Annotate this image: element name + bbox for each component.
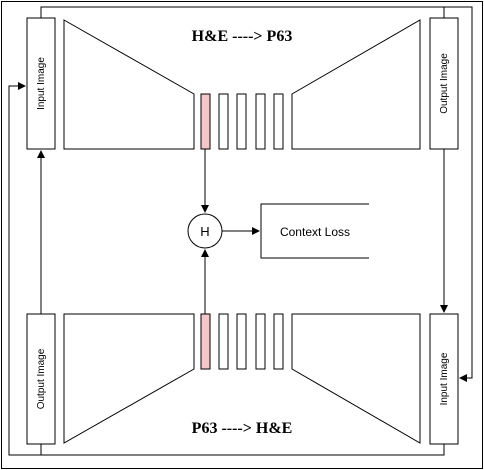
bottom-bottleneck-block: [200, 313, 211, 370]
bottom-encoder-trapezoid: [63, 313, 195, 444]
bottom-input-image-box: [429, 313, 459, 445]
bottom-output-image-label: Output Image: [36, 348, 47, 409]
top-output-loop-right: [443, 6, 473, 382]
top-encoder-trapezoid: [63, 19, 195, 150]
top-latent-block-1: [218, 93, 229, 150]
context-loss-label: Context Loss: [280, 225, 350, 239]
top-network: Input Image Output Image H&E ----> P63: [26, 17, 459, 150]
bottom-latent-block-1: [218, 313, 229, 370]
top-decoder-trapezoid: [291, 19, 421, 150]
bottom-network-title: P63 ----> H&E: [192, 420, 293, 437]
top-bottleneck-block: [200, 93, 211, 150]
bottom-network: Output Image Input Image P63 ----> H&E: [26, 313, 459, 445]
top-loop-left-link: [40, 6, 444, 18]
top-output-image-label: Output Image: [439, 53, 450, 114]
bottom-latent-block-2: [236, 313, 247, 370]
top-input-image-label: Input Image: [36, 57, 47, 110]
top-output-image-box: [429, 17, 459, 150]
top-latent-block-3: [255, 93, 266, 150]
bottom-latent-block-4: [273, 313, 284, 370]
top-latent-block-2: [236, 93, 247, 150]
bottom-latent-block-3: [255, 313, 266, 370]
feature-node-label: H: [200, 224, 209, 239]
bottom-decoder-trapezoid: [291, 313, 421, 444]
bottom-input-loop-left: [8, 82, 445, 456]
top-latent-block-4: [273, 93, 284, 150]
bottom-input-image-label: Input Image: [439, 352, 450, 405]
context-loss-box: [260, 203, 369, 259]
top-network-title: H&E ----> P63: [192, 28, 293, 45]
